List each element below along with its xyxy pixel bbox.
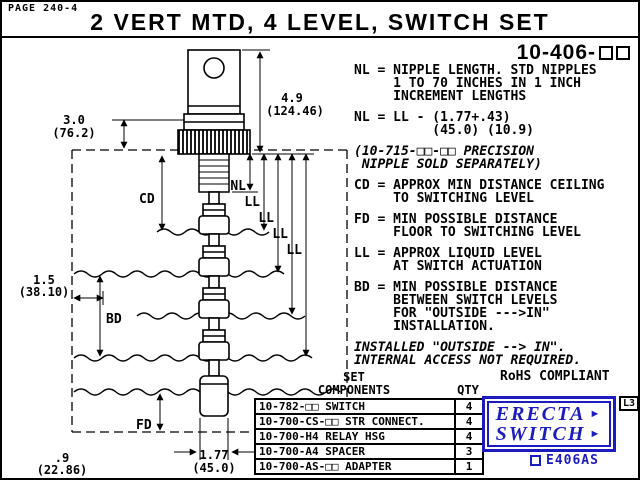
model-digit-box	[616, 46, 630, 60]
rev-box: L3	[619, 396, 638, 411]
qty-cell: 1	[454, 458, 484, 475]
tank-outline	[71, 149, 348, 433]
label-ll-3: LL	[272, 227, 288, 242]
table-row: 10-700-A4 SPACER 3	[254, 443, 484, 460]
title-rule	[2, 36, 638, 38]
table-row: 10-700-AS-□□ ADAPTER 1	[254, 458, 484, 475]
drawing-code: E406AS	[546, 453, 599, 468]
level-switch-1	[198, 191, 230, 235]
label-bd: BD	[106, 312, 122, 327]
part-number-cell: 10-700-AS-□□ ADAPTER	[254, 458, 456, 475]
label-cd: CD	[139, 192, 155, 207]
note-cd-definition: CD = APPROX MIN DISTANCE CEILING TO SWIT…	[354, 178, 605, 206]
model-number-prefix: 10-406-	[516, 41, 596, 64]
dim-wall-in: 1.5	[33, 273, 55, 287]
qty-cell: 4	[454, 413, 484, 430]
dim-wall-mm: (38.10)	[19, 285, 70, 299]
erecta-switch-logo: ERECTA ► SWITCH ►	[482, 396, 616, 452]
page-label: PAGE 240-4	[6, 3, 81, 14]
table-row: 10-782-□□ SWITCH 4	[254, 398, 484, 415]
model-digit-box	[599, 46, 613, 60]
note-installation: INSTALLED "OUTSIDE --> IN". INTERNAL ACC…	[354, 340, 581, 368]
part-number-cell: 10-700-A4 SPACER	[254, 443, 456, 460]
dim-bottom-mm: (45.0)	[192, 461, 235, 475]
note-ll-definition: LL = APPROX LIQUID LEVEL AT SWITCH ACTUA…	[354, 246, 542, 274]
level-switch-2	[198, 233, 230, 277]
dimension-lines	[73, 49, 314, 460]
assembly-drawing: 4.9 (124.46) 3.0 (76.2) 1.5 (38.10) NL L…	[19, 49, 348, 477]
table-row: 10-700-H4 RELAY HSG 4	[254, 428, 484, 445]
logo-inner-border: ERECTA ► SWITCH ►	[487, 401, 611, 447]
logo-line2: SWITCH ►	[495, 423, 603, 445]
dim-floor-mm: (22.86)	[37, 463, 88, 477]
level-switch-3	[198, 275, 230, 319]
qty-cell: 3	[454, 443, 484, 460]
rohs-label: RoHS COMPLIANT	[500, 369, 610, 384]
dim-top-height-mm: (124.46)	[266, 104, 324, 118]
dim-floor-in: .9	[55, 451, 69, 465]
mounting-flange	[177, 129, 251, 155]
note-precision-nipple: (10-715-□□-□□ PRECISION NIPPLE SOLD SEPA…	[354, 144, 542, 172]
dim-ceiling-in: 3.0	[63, 113, 85, 127]
label-nl: NL	[230, 179, 246, 194]
note-nl-definition: NL = NIPPLE LENGTH. STD NIPPLES 1 TO 70 …	[354, 63, 597, 104]
dimension-labels: 4.9 (124.46) 3.0 (76.2) 1.5 (38.10) NL L…	[19, 91, 324, 477]
nipple-threads	[199, 159, 229, 185]
drawing-code-row: E406AS	[530, 453, 599, 468]
logo-arrow-icon: ►	[589, 408, 603, 420]
level-switch-4	[198, 317, 230, 361]
switch-assembly	[177, 49, 251, 417]
dim-ceiling-mm: (76.2)	[52, 126, 95, 140]
bottom-switch	[199, 359, 229, 417]
label-fd: FD	[136, 418, 152, 433]
notes-column: NL = NIPPLE LENGTH. STD NIPPLES 1 TO 70 …	[354, 63, 638, 375]
logo-line1: ERECTA ►	[495, 403, 603, 425]
note-fd-definition: FD = MIN POSSIBLE DISTANCE FLOOR TO SWIT…	[354, 212, 581, 240]
logo-arrow-icon: ►	[589, 428, 603, 440]
table-row: 10-700-CS-□□ STR CONNECT. 4	[254, 413, 484, 430]
label-ll-2: LL	[258, 211, 274, 226]
qty-cell: 4	[454, 428, 484, 445]
dim-bottom-in: 1.77	[200, 448, 229, 462]
components-table: 10-782-□□ SWITCH 4 10-700-CS-□□ STR CONN…	[254, 398, 484, 475]
qty-cell: 4	[454, 398, 484, 415]
conduit-hole	[203, 57, 225, 79]
header-qty: QTY	[457, 383, 479, 397]
part-number-cell: 10-782-□□ SWITCH	[254, 398, 456, 415]
label-ll-1: LL	[244, 195, 260, 210]
part-number-cell: 10-700-H4 RELAY HSG	[254, 428, 456, 445]
note-nl-formula: NL = LL - (1.77+.43) (45.0) (10.9)	[354, 110, 535, 138]
dim-top-height-in: 4.9	[281, 91, 303, 105]
label-ll-4: LL	[286, 243, 302, 258]
note-bd-definition: BD = MIN POSSIBLE DISTANCE BETWEEN SWITC…	[354, 280, 558, 334]
code-box-icon	[530, 455, 541, 466]
page-title: 2 VERT MTD, 4 LEVEL, SWITCH SET	[90, 9, 550, 35]
part-number-cell: 10-700-CS-□□ STR CONNECT.	[254, 413, 456, 430]
model-number: 10-406-	[517, 41, 630, 65]
